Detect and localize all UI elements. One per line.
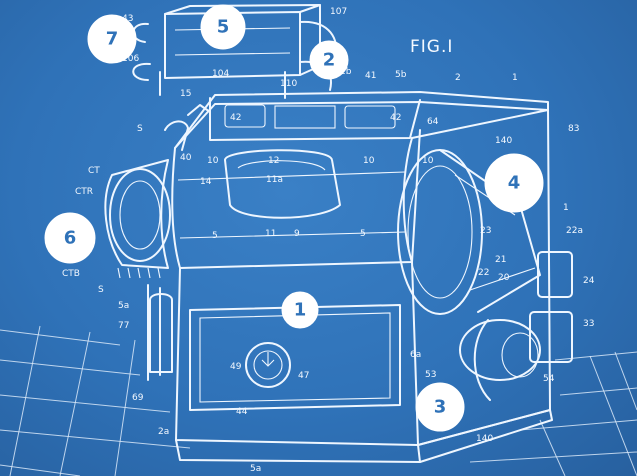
part-label: 21: [495, 255, 506, 265]
part-label: 2: [455, 73, 461, 83]
part-label: S: [98, 285, 104, 295]
part-label: 5a: [118, 301, 129, 311]
callout-number: 1: [294, 300, 307, 321]
callout-number: 3: [434, 397, 447, 418]
part-label: CTB: [62, 269, 80, 279]
callout-circle: [309, 40, 349, 80]
part-label: 140: [476, 434, 493, 444]
floor-grid: [0, 325, 637, 476]
callout-number: 6: [64, 228, 77, 249]
part-label: 5b: [395, 70, 407, 80]
part-label: 53: [425, 370, 436, 380]
callout-number: 2: [323, 50, 336, 71]
callout-number: 4: [508, 173, 521, 194]
callout-circle: [415, 382, 465, 432]
part-label: 69: [132, 393, 144, 403]
part-label: 24: [583, 276, 595, 286]
callout-circle: [484, 153, 544, 213]
callout-circle: [44, 212, 96, 264]
part-label: 42: [230, 113, 241, 123]
part-labels: 43 107 106 104 110 2b 5b 41 2 1 15 42 42…: [62, 7, 595, 474]
part-label: 83: [568, 124, 579, 134]
part-label: 11a: [266, 175, 283, 185]
part-label: 64: [427, 117, 439, 127]
part-label: 77: [118, 321, 129, 331]
part-label: 14: [200, 177, 212, 187]
part-label: 110: [280, 79, 297, 89]
part-label: 2b: [340, 67, 352, 77]
part-label: 20: [498, 273, 510, 283]
part-label: 2a: [158, 427, 169, 437]
callout-circle: [281, 291, 319, 329]
callout-number: 7: [106, 29, 119, 50]
figure-title: FIG.I: [410, 37, 453, 57]
part-label: 11: [265, 229, 276, 239]
part-label: 9: [294, 229, 300, 239]
part-label: 49: [230, 362, 242, 372]
part-label: 41: [365, 71, 376, 81]
part-label: 33: [583, 319, 594, 329]
part-label: 42: [390, 113, 401, 123]
part-label: 22a: [566, 226, 583, 236]
part-label: 47: [298, 371, 309, 381]
part-label: 22: [478, 268, 489, 278]
part-label: 5: [360, 229, 366, 239]
part-label: 54: [543, 374, 555, 384]
machine-body: [104, 91, 573, 463]
part-label: 1: [563, 203, 569, 213]
part-label: 140: [495, 136, 512, 146]
part-label: 1: [512, 73, 518, 83]
callouts: 1 2 3 4 5 6 7: [44, 4, 544, 432]
part-label: 12: [268, 156, 279, 166]
part-label: 23: [480, 226, 491, 236]
part-label: 10: [422, 156, 434, 166]
part-label: CT: [88, 166, 100, 176]
part-label: 5a: [250, 464, 261, 474]
part-label: 106: [122, 54, 139, 64]
callout-circle: [200, 4, 246, 50]
callout-circle: [87, 14, 137, 64]
callout-number: 5: [217, 17, 230, 38]
part-label: S: [137, 124, 143, 134]
part-label: 40: [180, 153, 192, 163]
part-label: 6a: [410, 350, 421, 360]
part-label: 43: [122, 14, 133, 24]
part-label: 44: [236, 407, 248, 417]
part-label: 104: [212, 69, 229, 79]
part-label: 107: [330, 7, 347, 17]
part-label: 10: [207, 156, 219, 166]
part-label: 5: [212, 231, 218, 241]
part-label: CTR: [75, 187, 93, 197]
part-label: 10: [363, 156, 375, 166]
part-label: 15: [180, 89, 191, 99]
